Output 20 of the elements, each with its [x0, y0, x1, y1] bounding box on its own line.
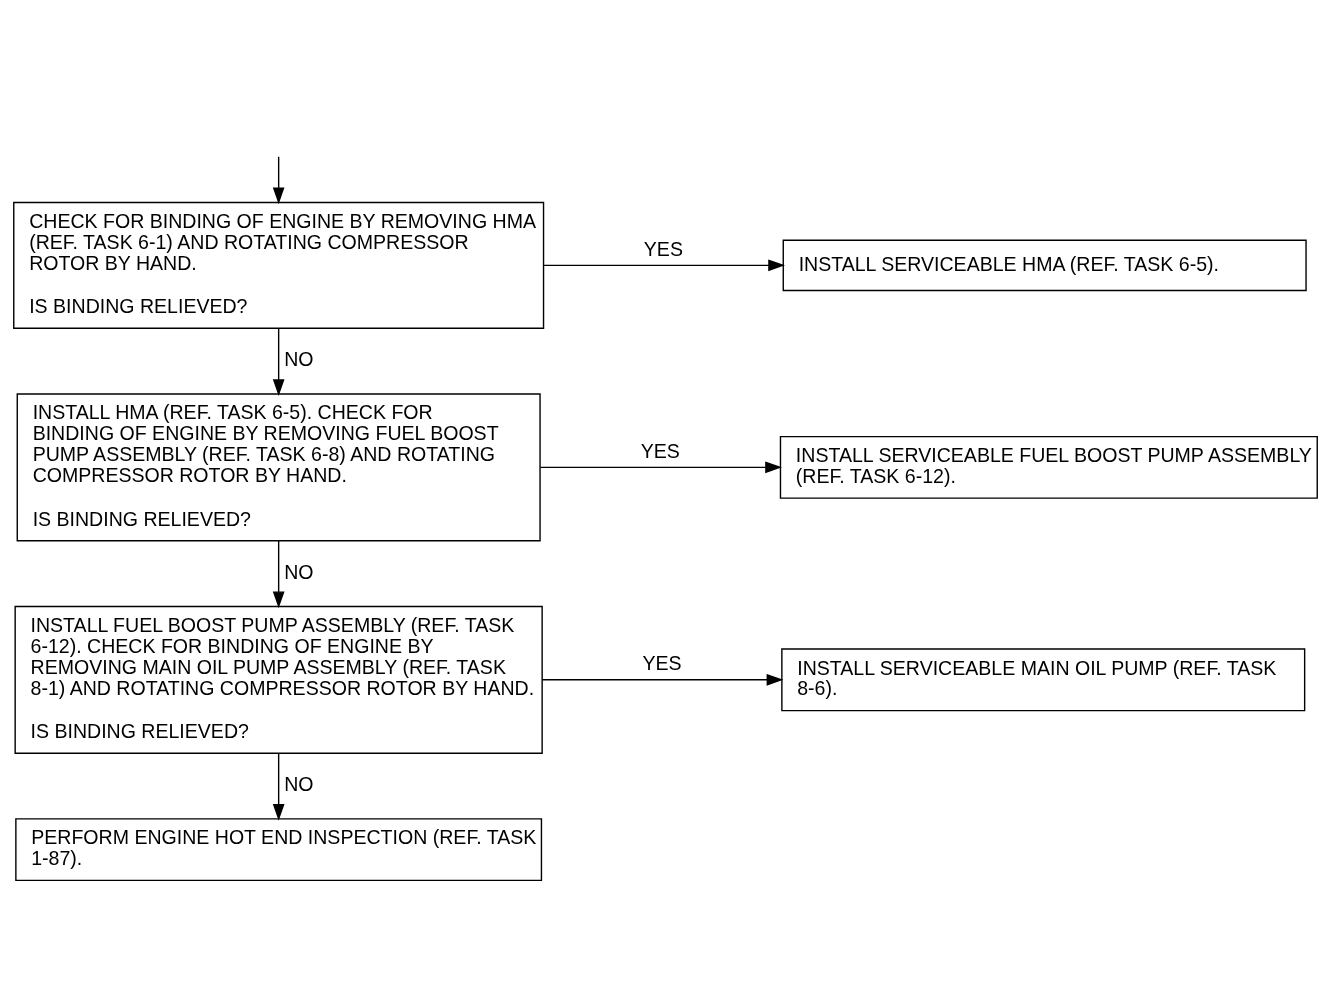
- node-box: INSTALL SERVICEABLE FUEL BOOST PUMP ASSEMBLY (REF. TASK 6-12).: [779, 435, 1318, 499]
- edge-label: YES: [640, 439, 680, 462]
- node-box: CHECK FOR BINDING OF ENGINE BY REMOVING HMA (REF. TASK 6-1) AND ROTATING COMPRESSOR ROTOR BY HAND. IS BINDING RELIEVED?: [13, 201, 545, 329]
- edge-label: NO: [284, 560, 314, 583]
- node-box: INSTALL SERVICEABLE MAIN OIL PUMP (REF. TASK 8-6).: [781, 647, 1306, 711]
- node-box: PERFORM ENGINE HOT END INSPECTION (REF. TASK 1-87).: [15, 817, 543, 881]
- arrow: [272, 327, 285, 396]
- arrow: [272, 752, 285, 821]
- arrow: [272, 155, 285, 204]
- node-box: INSTALL FUEL BOOST PUMP ASSEMBLY (REF. TASK 6-12). CHECK FOR BINDING OF ENGINE BY REMOVING MAIN OIL PUMP ASSEMBLY (REF. TASK 8-1) AND ROTATING COMPRESSOR ROTOR BY HAND. IS BINDING RELIEVED?: [14, 605, 543, 754]
- edge-label: YES: [642, 651, 682, 674]
- node-box: INSTALL HMA (REF. TASK 6-5). CHECK FOR BINDING OF ENGINE BY REMOVING FUEL BOOST PUMP ASSEMBLY (REF. TASK 6-8) AND ROTATING COMPRESSOR ROTOR BY HAND. IS BINDING RELIEVED?: [16, 392, 541, 541]
- arrow: [272, 539, 285, 608]
- node-box: INSTALL SERVICEABLE HMA (REF. TASK 6-5).: [782, 239, 1307, 291]
- edge-label: NO: [284, 347, 314, 370]
- arrow: [541, 673, 784, 686]
- arrow: [543, 259, 786, 271]
- arrow: [539, 460, 782, 473]
- edge-label: NO: [284, 772, 314, 795]
- edge-label: YES: [643, 237, 683, 260]
